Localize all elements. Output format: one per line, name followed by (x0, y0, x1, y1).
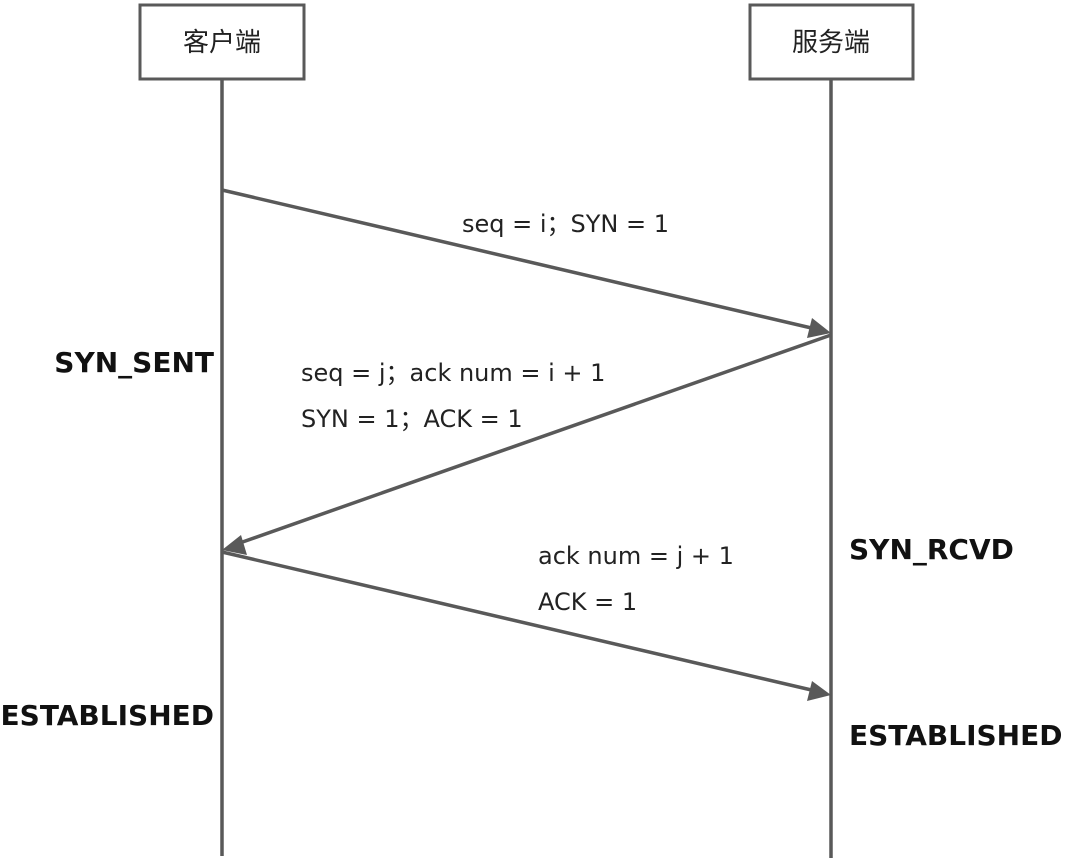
ack-message-label-line1: ack num = j + 1 (538, 542, 734, 570)
server-state-established: ESTABLISHED (849, 719, 1062, 752)
syn-ack-arrowhead (222, 535, 247, 555)
ack-arrowhead (807, 681, 831, 701)
ack-arrow (221, 550, 821, 694)
client-box (138, 3, 306, 81)
client-state-established: ESTABLISHED (1, 699, 214, 732)
syn-arrow (221, 188, 821, 333)
server-state-syn-rcvd: SYN_RCVD (849, 533, 1014, 566)
ack-message-label-line2: ACK = 1 (538, 588, 637, 616)
syn-arrowhead (807, 318, 831, 338)
client-label: 客户端 (183, 28, 261, 58)
syn-ack-message-label-line1: seq = j；ack num = i + 1 (301, 359, 605, 387)
syn-ack-message-label-line2: SYN = 1；ACK = 1 (301, 405, 523, 433)
syn-ack-arrow (233, 333, 832, 547)
server-actor: 服务端 (748, 3, 915, 81)
server-label: 服务端 (792, 28, 870, 58)
server-box (748, 3, 915, 81)
client-actor: 客户端 (138, 3, 306, 81)
syn-message-label: seq = i；SYN = 1 (462, 210, 669, 238)
client-state-syn-sent: SYN_SENT (54, 346, 214, 379)
